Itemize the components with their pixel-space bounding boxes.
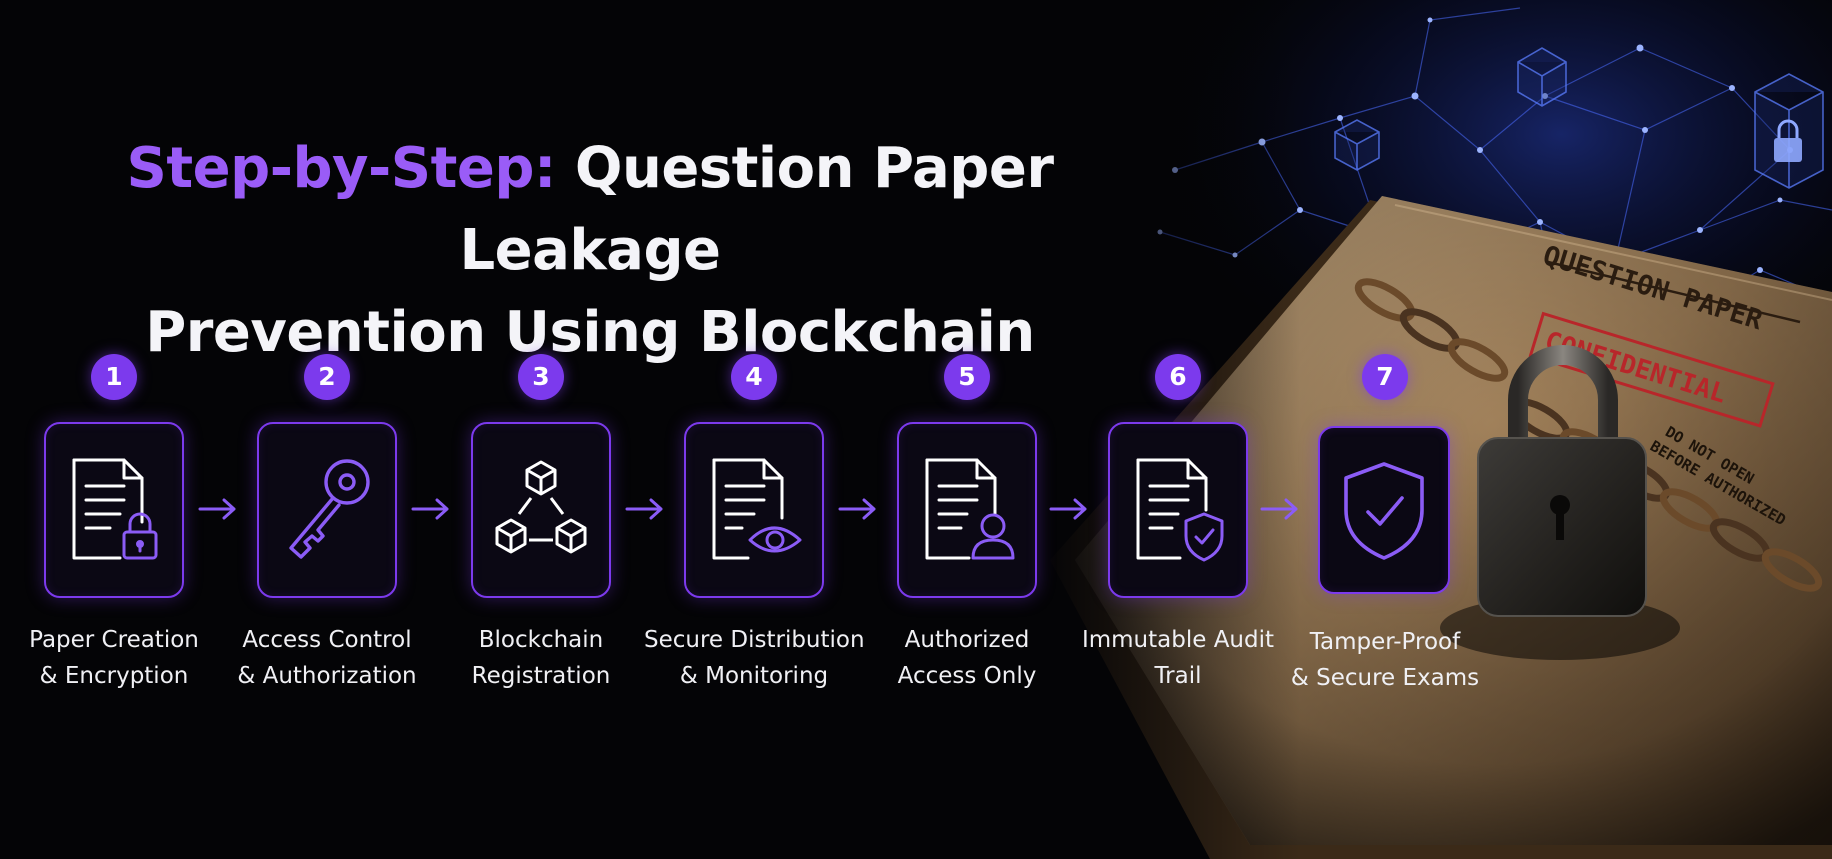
document-shield-icon (1136, 458, 1224, 562)
step-label-line2: & Authorization (237, 663, 417, 689)
page-title: Step-by-Step: Question Paper Leakage Pre… (40, 128, 1140, 374)
document-eye-icon (712, 458, 802, 560)
blockchain-cubes-icon (495, 460, 587, 554)
step-icon-card (471, 422, 611, 598)
step-icon-card (1318, 426, 1450, 594)
step-number-badge: 3 (518, 354, 564, 400)
step-label-line2: & Secure Exams (1290, 665, 1480, 691)
title-line1: Question Paper Leakage (459, 136, 1054, 283)
step-label: Paper Creation & Encryption (4, 622, 224, 694)
step-icon-card (44, 422, 184, 598)
step-label: Immutable Audit Trail (1068, 622, 1288, 694)
key-icon (289, 459, 370, 559)
shield-check-icon (1344, 462, 1424, 560)
step-label-line1: Authorized (904, 627, 1030, 653)
step-number-badge: 1 (91, 354, 137, 400)
step-icon-card (684, 422, 824, 598)
step-label-line1: Immutable Audit (1081, 627, 1275, 653)
step-icon-card (897, 422, 1037, 598)
step-label-line1: Access Control (242, 627, 412, 653)
step-5: 5 Authorized Access Only (867, 354, 1067, 704)
step-label-line2: Registration (471, 663, 611, 689)
step-number-badge: 7 (1362, 354, 1408, 400)
arrow-right-icon (838, 498, 876, 520)
step-label: Blockchain Registration (431, 622, 651, 694)
step-label-line1: Secure Distribution (644, 627, 865, 653)
step-label-line2: Trail (1154, 663, 1202, 689)
step-label: Access Control & Authorization (217, 622, 437, 694)
step-number-badge: 4 (731, 354, 777, 400)
arrow-right-icon (411, 498, 449, 520)
step-label-line1: Paper Creation (29, 627, 199, 653)
step-label-line2: Access Only (897, 663, 1037, 689)
step-number-badge: 5 (944, 354, 990, 400)
step-4: 4 Secure Distribution & Monitoring (644, 354, 865, 704)
arrow-right-icon (1049, 498, 1087, 520)
title-accent: Step-by-Step: (126, 136, 557, 201)
document-user-icon (925, 458, 1015, 560)
arrow-right-icon (625, 498, 663, 520)
step-number-badge: 6 (1155, 354, 1201, 400)
step-label-line1: Blockchain (478, 627, 604, 653)
step-7: 7 Tamper-Proof & Secure Exams (1285, 354, 1485, 704)
step-label-line1: Tamper-Proof (1309, 629, 1461, 655)
padlock (1440, 345, 1680, 660)
step-1: 1 Paper Creation & Encryption (14, 354, 214, 704)
arrow-right-icon (1260, 498, 1298, 520)
step-2: 2 Access Control & Authorization (227, 354, 427, 704)
step-6: 6 Immutable Audit Trail (1078, 354, 1278, 704)
step-3: 3 Blockchain Registration (441, 354, 641, 704)
step-label-line2: & Monitoring (679, 663, 829, 689)
step-label: Secure Distribution & Monitoring (644, 622, 865, 694)
step-icon-card (1108, 422, 1248, 598)
step-icon-card (257, 422, 397, 598)
document-lock-icon (72, 458, 158, 560)
step-label: Authorized Access Only (857, 622, 1077, 694)
step-number-badge: 2 (304, 354, 350, 400)
title-line2: Prevention Using Blockchain (145, 300, 1035, 365)
arrow-right-icon (198, 498, 236, 520)
step-label-line2: & Encryption (39, 663, 189, 689)
step-label: Tamper-Proof & Secure Exams (1275, 624, 1495, 696)
